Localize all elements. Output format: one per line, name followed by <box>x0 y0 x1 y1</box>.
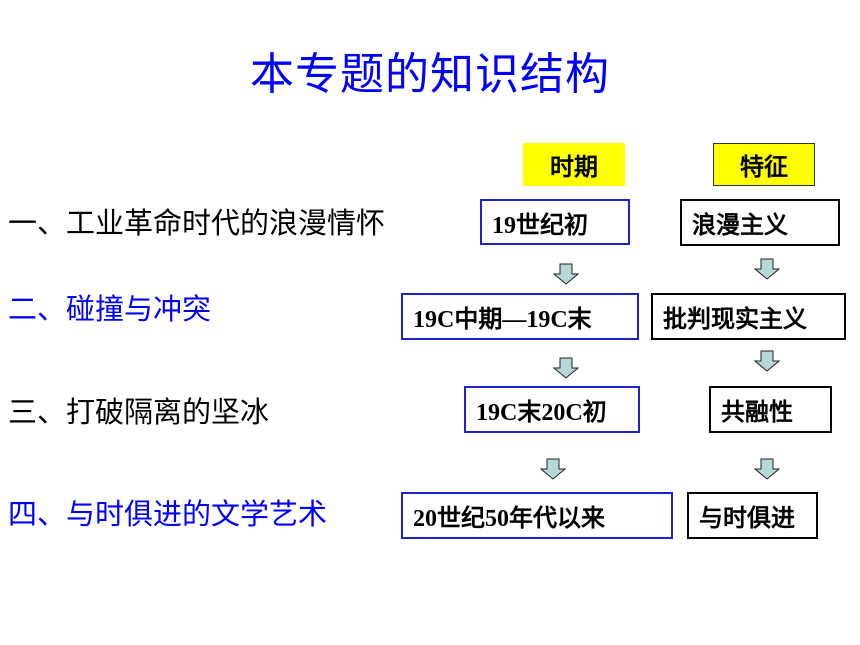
down-arrow-icon <box>754 458 780 480</box>
down-arrow-icon <box>754 350 780 372</box>
period-box-2: 19C中期—19C末 <box>401 293 639 340</box>
topic-2: 二、碰撞与冲突 <box>8 292 212 326</box>
period-box-3: 19C末20C初 <box>464 386 640 433</box>
period-header: 时期 <box>523 143 625 186</box>
feature-box-4: 与时俱进 <box>687 492 818 539</box>
feature-box-3: 共融性 <box>709 386 832 433</box>
feature-header: 特征 <box>713 143 815 186</box>
topic-3: 三、打破隔离的坚冰 <box>8 395 270 429</box>
page-title: 本专题的知识结构 <box>250 49 610 100</box>
feature-box-1: 浪漫主义 <box>680 199 840 246</box>
down-arrow-icon <box>553 263 579 285</box>
down-arrow-icon <box>754 258 780 280</box>
topic-4: 四、与时俱进的文学艺术 <box>8 497 328 531</box>
period-box-4: 20世纪50年代以来 <box>401 492 673 539</box>
topic-1: 一、工业革命时代的浪漫情怀 <box>8 206 386 240</box>
period-box-1: 19世纪初 <box>480 199 630 245</box>
feature-box-2: 批判现实主义 <box>651 293 846 340</box>
down-arrow-icon <box>553 357 579 379</box>
down-arrow-icon <box>540 458 566 480</box>
